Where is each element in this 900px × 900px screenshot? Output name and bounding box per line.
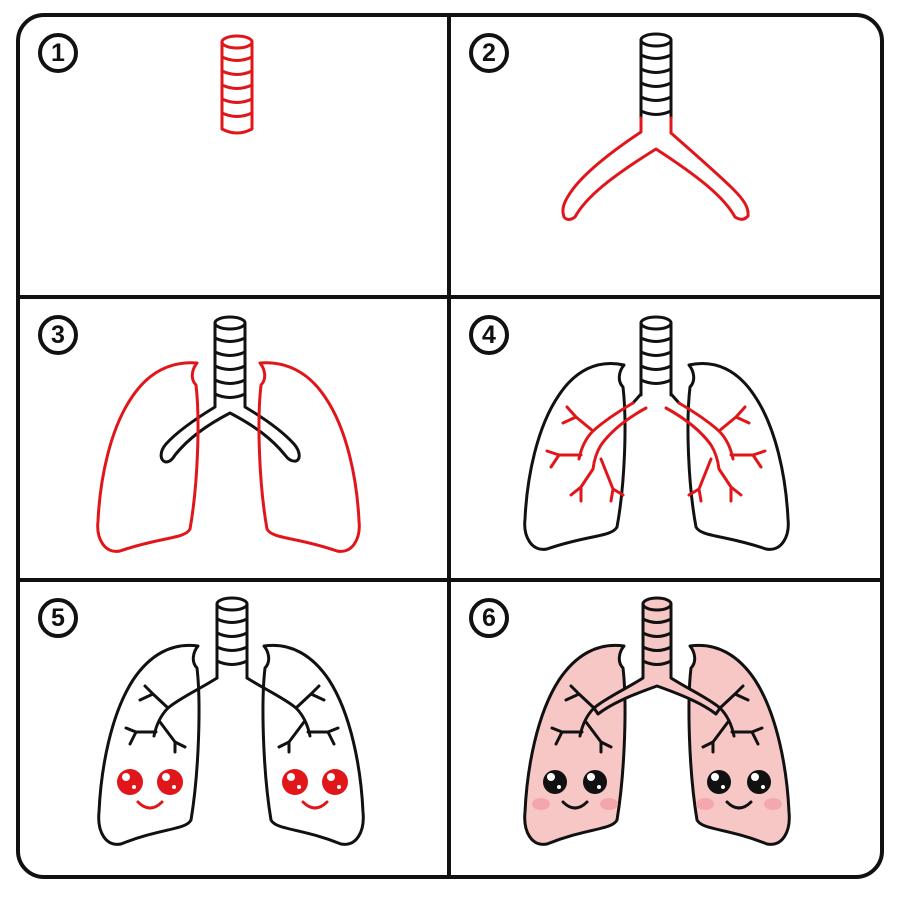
step-5-badge: 5 <box>38 598 78 638</box>
trachea-icon <box>220 34 254 135</box>
bronchiole-branches-icon <box>523 315 790 551</box>
smiling-face-icon <box>97 596 365 846</box>
step-1-badge: 1 <box>38 33 78 73</box>
step-4-panel: 4 <box>451 299 880 578</box>
step-1-panel: 1 <box>20 17 447 295</box>
step-4-badge: 4 <box>469 315 509 355</box>
lung-outline-icon <box>96 315 361 553</box>
bronchi-icon <box>561 32 750 221</box>
step-6-badge: 6 <box>469 598 509 638</box>
step-2-panel: 2 <box>451 17 880 295</box>
colored-lungs-icon <box>523 596 791 846</box>
step-5-panel: 5 <box>20 582 447 875</box>
step-6-panel: 6 <box>451 582 880 875</box>
step-2-badge: 2 <box>469 33 509 73</box>
step-3-panel: 3 <box>20 299 447 578</box>
step-3-badge: 3 <box>38 315 78 355</box>
